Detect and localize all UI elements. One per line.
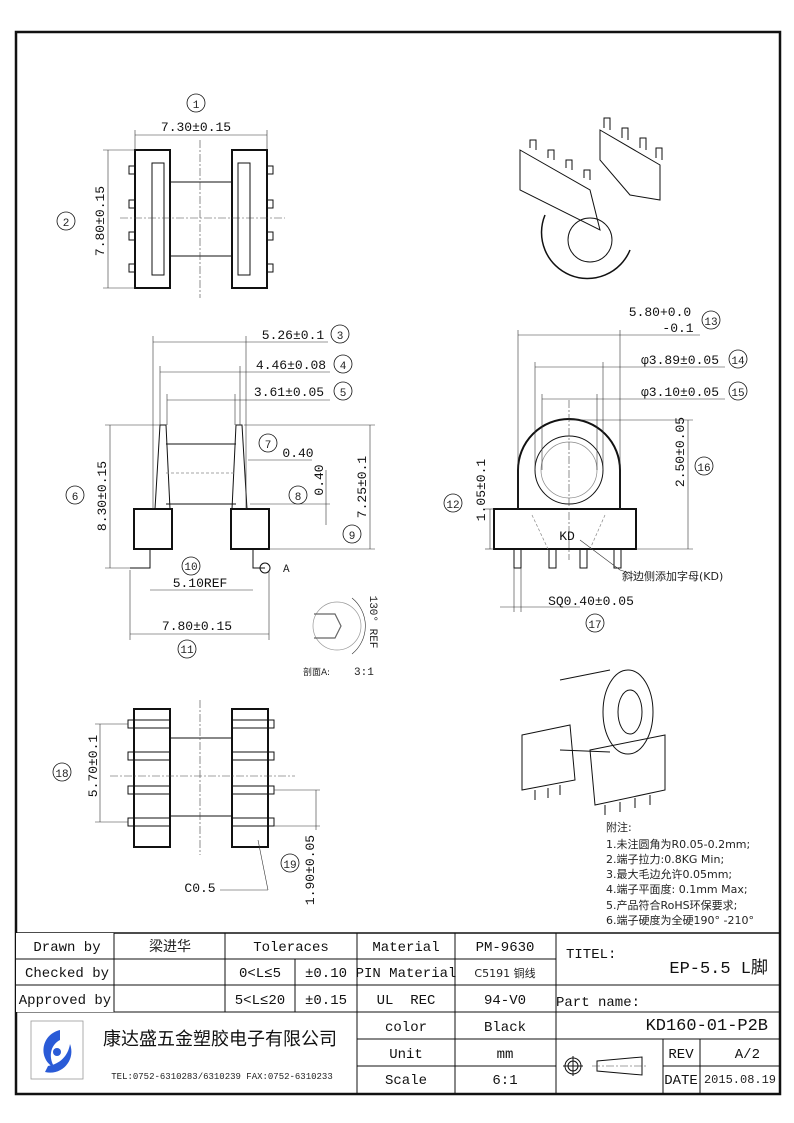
notes: 附注: 1.未注圆角为R0.05-0.2mm; 2.端子拉力:0.8KG Min… <box>606 820 754 927</box>
dim-16: 2.50±0.05 <box>673 417 688 487</box>
note-item: 5.产品符合RoHS环保要求; <box>606 898 737 912</box>
unit-label: Unit <box>389 1047 423 1063</box>
note-item: 6.端子硬度为全硬190° -210° <box>606 913 754 927</box>
dim-13-lower: -0.1 <box>662 321 693 336</box>
approved-by-label: Approved by <box>19 993 111 1009</box>
balloon-18: 18 <box>55 769 68 781</box>
dim-12: 1.05±0.1 <box>474 459 489 522</box>
drawing-title: EP-5.5 L脚 <box>669 958 768 979</box>
date-label: DATE <box>664 1073 698 1089</box>
balloon-14: 14 <box>731 356 745 368</box>
material-label: Material <box>372 940 439 956</box>
bottom-view: 18 5.70±0.1 1.90±0.05 19 C0.5 <box>52 700 320 905</box>
part-name-value: KD160-01-P2B <box>646 1017 768 1036</box>
notes-title: 附注: <box>606 820 632 834</box>
dim-top-width: 7.30±0.15 <box>161 120 231 135</box>
isometric-view-top <box>519 117 663 280</box>
tol-value-1: ±0.10 <box>305 966 347 982</box>
note-item: 2.端子拉力:0.8KG Min; <box>606 852 724 866</box>
front-view: A 3 5.26±0.1 4 4.46±0.08 5 3.61±0.05 7 0… <box>65 324 375 659</box>
pin-material-value: C5191 铜线 <box>474 966 535 980</box>
ul-value: 94-V0 <box>484 993 526 1009</box>
top-view: 1 7.30±0.15 2 7.80±0.15 <box>56 93 285 298</box>
dim-3: 5.26±0.1 <box>262 328 325 343</box>
drawn-by-label: Drawn by <box>33 940 100 956</box>
unit-value: mm <box>497 1047 514 1063</box>
balloon-12: 12 <box>446 500 459 512</box>
first-angle-projection-icon <box>563 1056 648 1076</box>
balloon-11: 11 <box>180 645 194 657</box>
detail-section-a: 130° REF 剖面A: 3:1 <box>303 596 378 679</box>
color-label: color <box>385 1020 427 1036</box>
tol-value-2: ±0.15 <box>305 993 347 1009</box>
dim-11: 7.80±0.15 <box>162 619 232 634</box>
material-value: PM-9630 <box>476 940 535 956</box>
dim-18: 5.70±0.1 <box>86 735 101 798</box>
balloon-10: 10 <box>184 562 197 574</box>
dim-top-height: 7.80±0.15 <box>93 186 108 256</box>
part-name-label: Part name: <box>556 995 640 1011</box>
balloon-6: 6 <box>72 492 79 504</box>
pin-material-label: PIN Material <box>356 966 457 982</box>
dim-10: 5.10REF <box>173 576 228 591</box>
chamfer-label: C0.5 <box>184 881 215 896</box>
detail-scale: 3:1 <box>354 667 374 679</box>
drawn-by-value: 梁进华 <box>149 939 191 955</box>
dim-13-upper: 5.80+0.0 <box>629 305 691 320</box>
dim-8: 0.40 <box>312 464 327 495</box>
kd-marking-note: 斜边侧添加字母(KD) <box>622 569 723 583</box>
dim-19: 1.90±0.05 <box>303 835 318 905</box>
dim-6: 8.30±0.15 <box>95 461 110 531</box>
isometric-view-bottom <box>521 669 666 815</box>
balloon-9: 9 <box>349 531 356 543</box>
balloon-7: 7 <box>265 440 272 452</box>
title-label: TITEL: <box>566 947 616 963</box>
ul-label: UL REC <box>377 993 436 1009</box>
balloon-1: 1 <box>193 100 200 112</box>
kd-marking: KD <box>559 529 575 544</box>
color-value: Black <box>484 1020 526 1036</box>
company-logo <box>30 1020 84 1080</box>
sheet-border <box>14 30 782 1096</box>
dim-4: 4.46±0.08 <box>256 358 326 373</box>
checked-by-label: Checked by <box>25 966 109 982</box>
company-contact: TEL:0752-6310283/6310239 FAX:0752-631023… <box>111 1072 332 1082</box>
scale-label: Scale <box>385 1073 427 1089</box>
balloon-13: 13 <box>704 317 717 329</box>
balloon-3: 3 <box>337 331 344 343</box>
date-value: 2015.08.19 <box>704 1073 776 1087</box>
balloon-17: 17 <box>588 620 601 632</box>
balloon-8: 8 <box>295 492 302 504</box>
tol-range-1: 0<L≤5 <box>239 966 281 982</box>
balloon-19: 19 <box>283 860 296 872</box>
dim-14: φ3.89±0.05 <box>641 353 719 368</box>
company-name: 康达盛五金塑胶电子有限公司 <box>103 1029 337 1050</box>
balloon-2: 2 <box>63 218 70 230</box>
dim-5: 3.61±0.05 <box>254 385 324 400</box>
balloon-5: 5 <box>340 388 347 400</box>
detail-label: 剖面A: <box>303 666 330 678</box>
scale-value: 6:1 <box>492 1073 517 1089</box>
tolerances-label: Toleraces <box>253 940 329 956</box>
dim-9: 7.25±0.1 <box>355 456 370 519</box>
note-item: 3.最大毛边允许0.05mm; <box>606 867 732 881</box>
dim-7: 0.40 <box>282 446 313 461</box>
balloon-15: 15 <box>731 388 744 400</box>
tol-range-2: 5<L≤20 <box>235 993 285 1009</box>
side-view: KD 斜边侧添加字母(KD) 5.80+0.0 -0.1 13 φ3.89±0.… <box>443 305 748 633</box>
detail-angle: 130° REF <box>366 596 378 649</box>
title-block: Drawn by 梁进华 Checked by Approved by Tole… <box>16 932 780 1094</box>
balloon-16: 16 <box>697 463 710 475</box>
note-item: 4.端子平面度: 0.1mm Max; <box>606 882 748 896</box>
dim-17: SQ0.40±0.05 <box>548 594 634 609</box>
note-item: 1.未注圆角为R0.05-0.2mm; <box>606 837 750 851</box>
dim-15: φ3.10±0.05 <box>641 385 719 400</box>
section-marker-a: A <box>283 564 290 576</box>
rev-label: REV <box>668 1047 694 1063</box>
rev-value: A/2 <box>735 1047 760 1063</box>
balloon-4: 4 <box>340 361 347 373</box>
